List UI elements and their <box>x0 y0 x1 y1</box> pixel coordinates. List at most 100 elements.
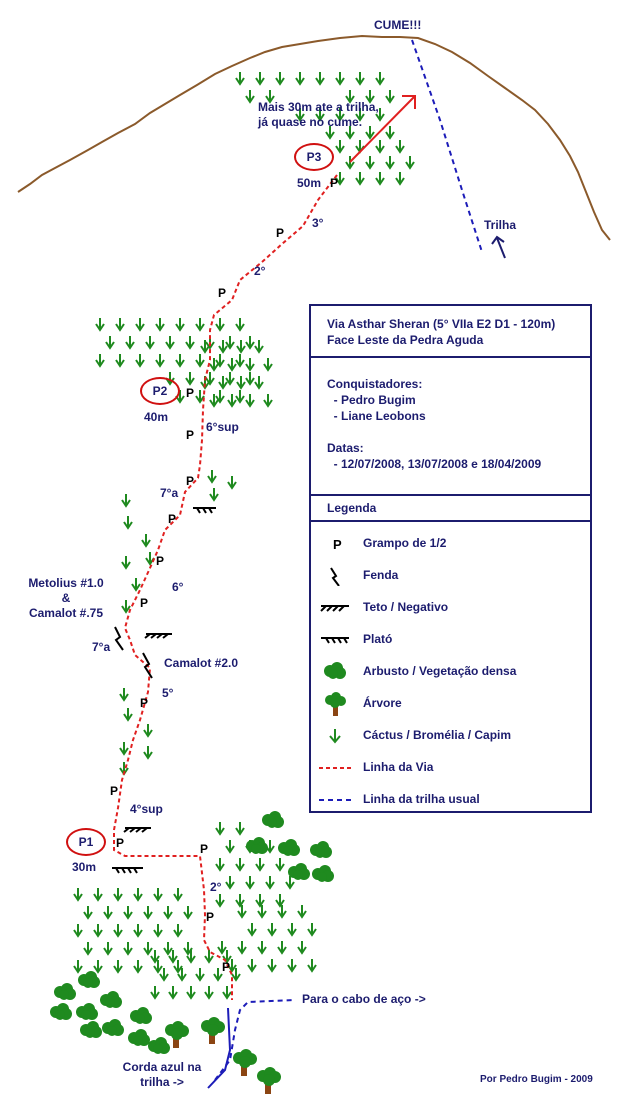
cactus-icon <box>335 108 345 122</box>
legend-label: Linha da trilha usual <box>363 792 480 806</box>
cactus-icon <box>227 358 237 372</box>
bush-icon <box>128 1029 150 1046</box>
cactus-icon <box>355 72 365 86</box>
crack-icon <box>114 626 153 679</box>
bush-icon <box>130 1007 152 1024</box>
cactus-icon <box>245 90 255 104</box>
cactus-icon <box>135 354 145 368</box>
trail-line-icon <box>319 799 351 801</box>
cactus-icon <box>255 72 265 86</box>
cactus-icon <box>209 358 219 372</box>
ascent-dates: Datas: - 12/07/2008, 13/07/2008 e 18/04/… <box>327 441 542 471</box>
cactus-icon <box>215 822 225 836</box>
grade-label: 6°sup <box>206 420 239 434</box>
gear-note-camalot: Camalot #2.0 <box>164 656 239 670</box>
bolt-marker: P <box>222 960 231 974</box>
bush-icon <box>54 983 76 1000</box>
cactus-icon <box>263 358 273 372</box>
cactus-icon <box>245 336 255 350</box>
bolt-marker: P <box>218 286 227 300</box>
legend-title: Legenda <box>327 501 377 515</box>
cactus-icon <box>93 888 103 902</box>
cactus-icon <box>141 534 151 548</box>
cactus-icon <box>175 318 185 332</box>
trail-line-lower <box>214 999 296 1081</box>
cactus-icon <box>115 354 125 368</box>
belay-p3: P3 <box>294 143 334 171</box>
cactus-icon <box>135 318 145 332</box>
route-title: Via Asthar Sheran (5° VIIa E2 D1 - 120m)… <box>327 317 556 347</box>
cactus-icon <box>173 960 183 974</box>
bush-icon <box>324 662 346 679</box>
cactus-icon <box>235 72 245 86</box>
legend-label: Cáctus / Bromélia / Capim <box>363 728 512 742</box>
cactus-icon <box>385 156 395 170</box>
cactus-icon <box>254 376 264 390</box>
cactus-icon <box>123 516 133 530</box>
cactus-icon <box>395 172 405 186</box>
bolt-marker: P <box>140 596 149 610</box>
bolt-marker: P <box>200 842 209 856</box>
cactus-icon <box>405 156 415 170</box>
cactus-icon <box>254 340 264 354</box>
cactus-icon <box>295 108 305 122</box>
cactus-icon <box>123 708 133 722</box>
cactus-icon <box>133 924 143 938</box>
bush-icon <box>246 837 268 854</box>
cactus-icon <box>222 950 232 964</box>
cactus-icon <box>113 888 123 902</box>
cactus-icon <box>257 905 267 919</box>
svg-text:P: P <box>333 537 342 552</box>
tree-icon <box>233 1049 257 1076</box>
summit-label: CUME!!! <box>374 18 422 32</box>
cactus-icon <box>267 959 277 973</box>
tree-icon <box>257 1067 281 1094</box>
cactus-icon <box>186 986 196 1000</box>
cactus-icon <box>119 688 129 702</box>
tree-icon <box>201 1017 225 1044</box>
grade-label: 7°a <box>92 640 111 654</box>
cactus-icon <box>225 372 235 386</box>
cactus-icon <box>329 729 341 744</box>
gear-note-metolius: Metolius #1.0 & Camalot #.75 <box>28 576 104 620</box>
cactus-icon <box>275 72 285 86</box>
cactus-icon <box>297 941 307 955</box>
cactus-icon <box>247 959 257 973</box>
cactus-icon <box>173 924 183 938</box>
cactus-icon <box>395 140 405 154</box>
cactus-icon <box>225 840 235 854</box>
cactus-icon <box>168 986 178 1000</box>
cactus-icon <box>277 905 287 919</box>
cactus-icon <box>235 318 245 332</box>
cactus-icon <box>173 888 183 902</box>
cactus-icon <box>153 960 163 974</box>
vegetation-layer <box>50 72 415 1094</box>
crack-icon <box>330 567 340 586</box>
cactus-icon <box>218 340 228 354</box>
legend-label: Plató <box>363 632 393 646</box>
cactus-icon <box>145 336 155 350</box>
cactus-icon <box>113 960 123 974</box>
cactus-icon <box>155 354 165 368</box>
trail-label: Trilha <box>484 218 517 232</box>
bolt-marker: P <box>110 784 119 798</box>
cactus-icon <box>150 950 160 964</box>
bush-icon <box>78 971 100 988</box>
cactus-icon <box>133 888 143 902</box>
cactus-icon <box>345 90 355 104</box>
cactus-icon <box>275 894 285 908</box>
cactus-icon <box>235 390 245 404</box>
cactus-icon <box>355 172 365 186</box>
cactus-icon <box>121 494 131 508</box>
belay-p1-length: 30m <box>72 860 97 874</box>
bush-icon <box>312 865 334 882</box>
cactus-icon <box>365 126 375 140</box>
bush-icon <box>148 1037 170 1054</box>
cactus-icon <box>236 376 246 390</box>
cactus-icon <box>236 340 246 354</box>
bush-icon <box>278 839 300 856</box>
cactus-icon <box>215 390 225 404</box>
cactus-icon <box>73 924 83 938</box>
bolt-marker: P <box>140 696 149 710</box>
cactus-icon <box>315 108 325 122</box>
